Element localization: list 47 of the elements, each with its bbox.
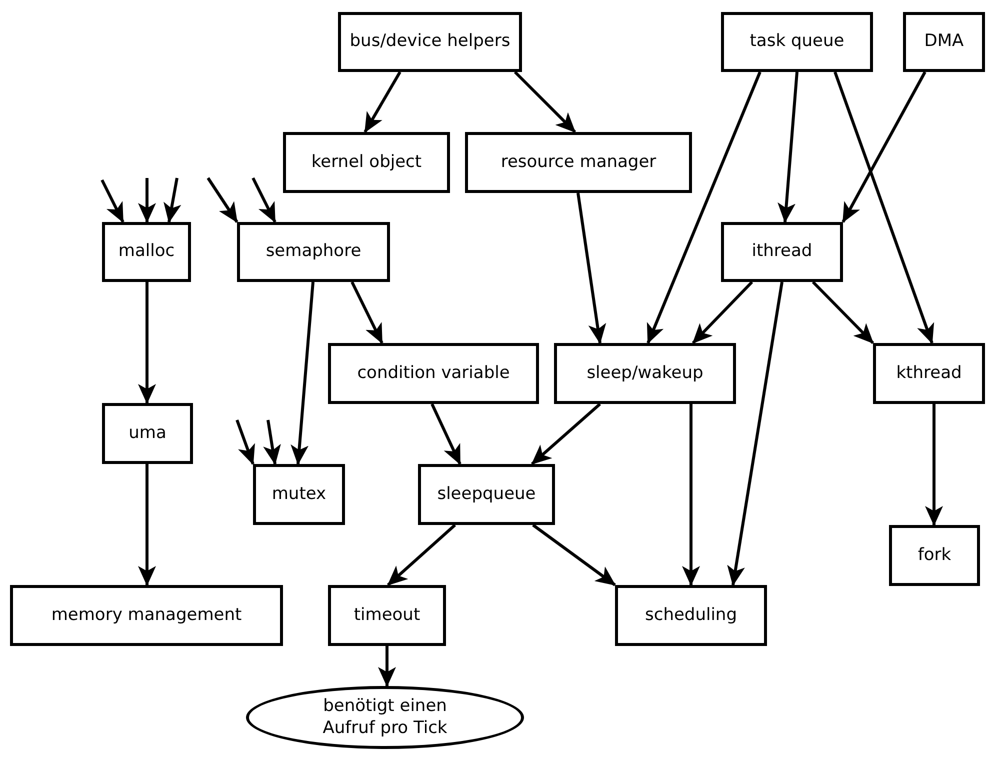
arrow [350, 281, 384, 344]
arrow [925, 404, 943, 526]
component-box: mutex [253, 464, 345, 525]
note-ellipse: benötigt einen Aufruf pro Tick [246, 686, 524, 749]
arrow [290, 282, 314, 465]
component-box: resource manager [465, 132, 692, 193]
component-box: memory management [10, 585, 283, 646]
arrow [682, 404, 700, 586]
arrow [531, 402, 601, 466]
component-box: scheduling [615, 585, 767, 646]
component-box: sleep/wakeup [554, 343, 736, 404]
component-box: task queue [721, 12, 873, 72]
arrow [100, 179, 124, 223]
arrow [430, 403, 462, 465]
component-box: bus/device helpers [338, 12, 522, 72]
arrow [263, 420, 281, 465]
component-box: ithread [721, 222, 843, 282]
arrow [834, 72, 934, 344]
arrow [514, 70, 576, 134]
arrow [387, 524, 456, 586]
component-box: timeout [328, 585, 446, 646]
arrow [842, 71, 926, 223]
arrow [692, 280, 754, 344]
arrow [778, 72, 798, 223]
arrow [138, 282, 156, 404]
component-box: semaphore [237, 222, 390, 282]
arrow [252, 177, 276, 223]
component-box: malloc [102, 222, 191, 282]
arrow [812, 280, 874, 344]
arrow [727, 282, 784, 586]
arrow [164, 178, 182, 223]
arrow [138, 178, 156, 223]
arrow [364, 71, 402, 133]
arrow [576, 192, 606, 344]
component-box: DMA [903, 12, 985, 72]
arrow [206, 177, 238, 223]
component-box: kthread [873, 343, 985, 404]
component-box: condition variable [328, 343, 539, 404]
arrow [378, 646, 396, 687]
component-box: kernel object [283, 132, 450, 193]
component-box: uma [102, 403, 193, 464]
arrow [236, 419, 255, 465]
arrow [138, 464, 156, 586]
component-box: sleepqueue [418, 464, 555, 525]
arrow [532, 524, 616, 586]
component-box: fork [889, 525, 980, 586]
arrow [646, 71, 762, 344]
